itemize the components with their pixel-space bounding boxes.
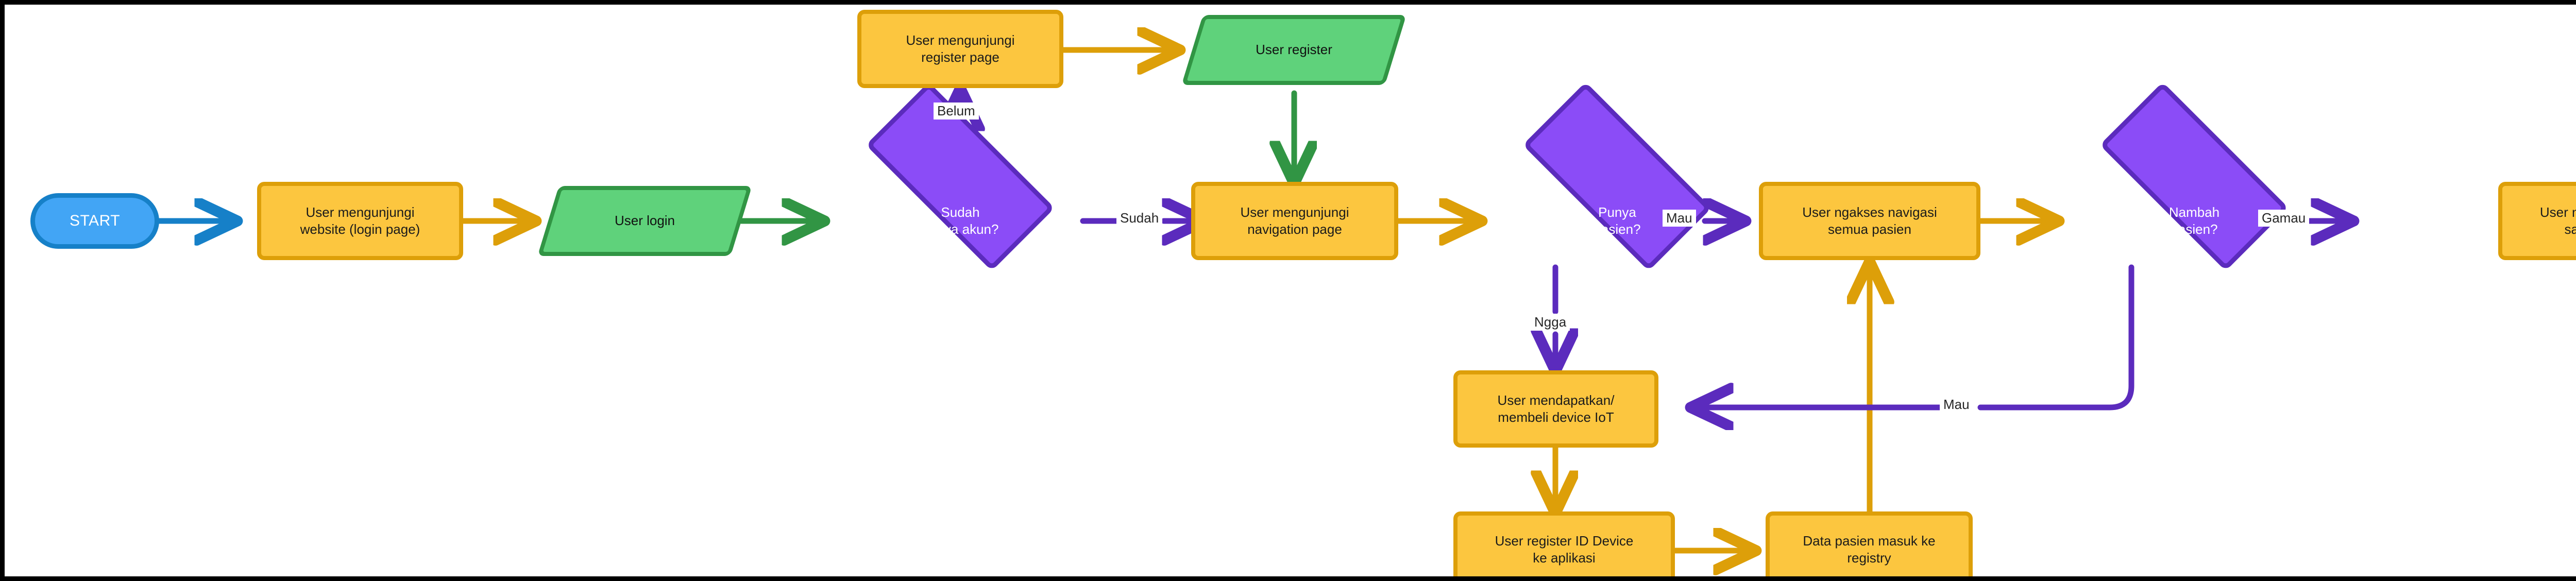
node-register-device-id[interactable]: User register ID Device ke aplikasi — [1453, 511, 1675, 576]
edge-add-patient-to-get-iot — [1690, 264, 2134, 407]
edge-label-sudah: Sudah — [1116, 210, 1163, 227]
node-user-register-label: User register — [1256, 42, 1332, 58]
node-patient-data-to-registry-label: Data pasien masuk ke registry — [1803, 533, 1936, 566]
node-get-iot-device[interactable]: User mendapatkan/ membeli device IoT — [1453, 370, 1658, 448]
node-user-register[interactable]: User register — [1181, 15, 1406, 85]
node-visit-website-label: User mengunjungi website (login page) — [300, 204, 420, 237]
node-has-patient[interactable]: Punya pasien? — [1494, 82, 1741, 283]
node-visit-website[interactable]: User mengunjungi website (login page) — [257, 182, 463, 260]
node-has-patient-shape — [1522, 82, 1712, 271]
node-has-account-label: Sudah punya akun? — [922, 204, 999, 237]
edge-label-gamau: Gamau — [2258, 210, 2310, 227]
node-has-patient-label: Punya pasien? — [1594, 204, 1641, 237]
edge-label-belum: Belum — [934, 102, 979, 119]
node-visit-register-page[interactable]: User mengunjungi register page — [857, 10, 1063, 88]
node-start-label: START — [69, 212, 121, 229]
edge-label-ngga: Ngga — [1531, 314, 1570, 331]
node-user-login[interactable]: User login — [537, 186, 752, 256]
node-visit-navigation-page[interactable]: User mengunjungi navigation page — [1191, 182, 1398, 260]
node-visit-navigation-page-label: User mengunjungi navigation page — [1240, 204, 1349, 237]
node-access-all-patients-nav-label: User ngakses navigasi semua pasien — [1802, 204, 1937, 237]
node-add-patient[interactable]: Nambah pasien? — [2071, 82, 2318, 283]
node-access-one-patient[interactable]: User ngakses salah satu pasien — [2498, 182, 2576, 260]
node-visit-register-page-label: User mengunjungi register page — [906, 32, 1015, 65]
node-add-patient-label: Nambah pasien? — [2168, 204, 2220, 237]
node-has-account[interactable]: Sudah punya akun? — [837, 82, 1084, 283]
node-access-all-patients-nav[interactable]: User ngakses navigasi semua pasien — [1759, 182, 1980, 260]
edge-label-mau-loop: Mau — [1940, 396, 1973, 413]
node-access-one-patient-label: User ngakses salah satu pasien — [2539, 204, 2576, 237]
node-start[interactable]: START — [30, 193, 159, 249]
edge-label-mau-patient: Mau — [1663, 210, 1696, 227]
node-get-iot-device-label: User mendapatkan/ membeli device IoT — [1497, 392, 1615, 425]
edge-layer — [156, 5, 2576, 581]
node-patient-data-to-registry[interactable]: Data pasien masuk ke registry — [1766, 511, 1973, 576]
node-user-login-label: User login — [614, 213, 675, 229]
node-register-device-id-label: User register ID Device ke aplikasi — [1495, 533, 1634, 566]
node-add-patient-shape — [2099, 82, 2289, 271]
